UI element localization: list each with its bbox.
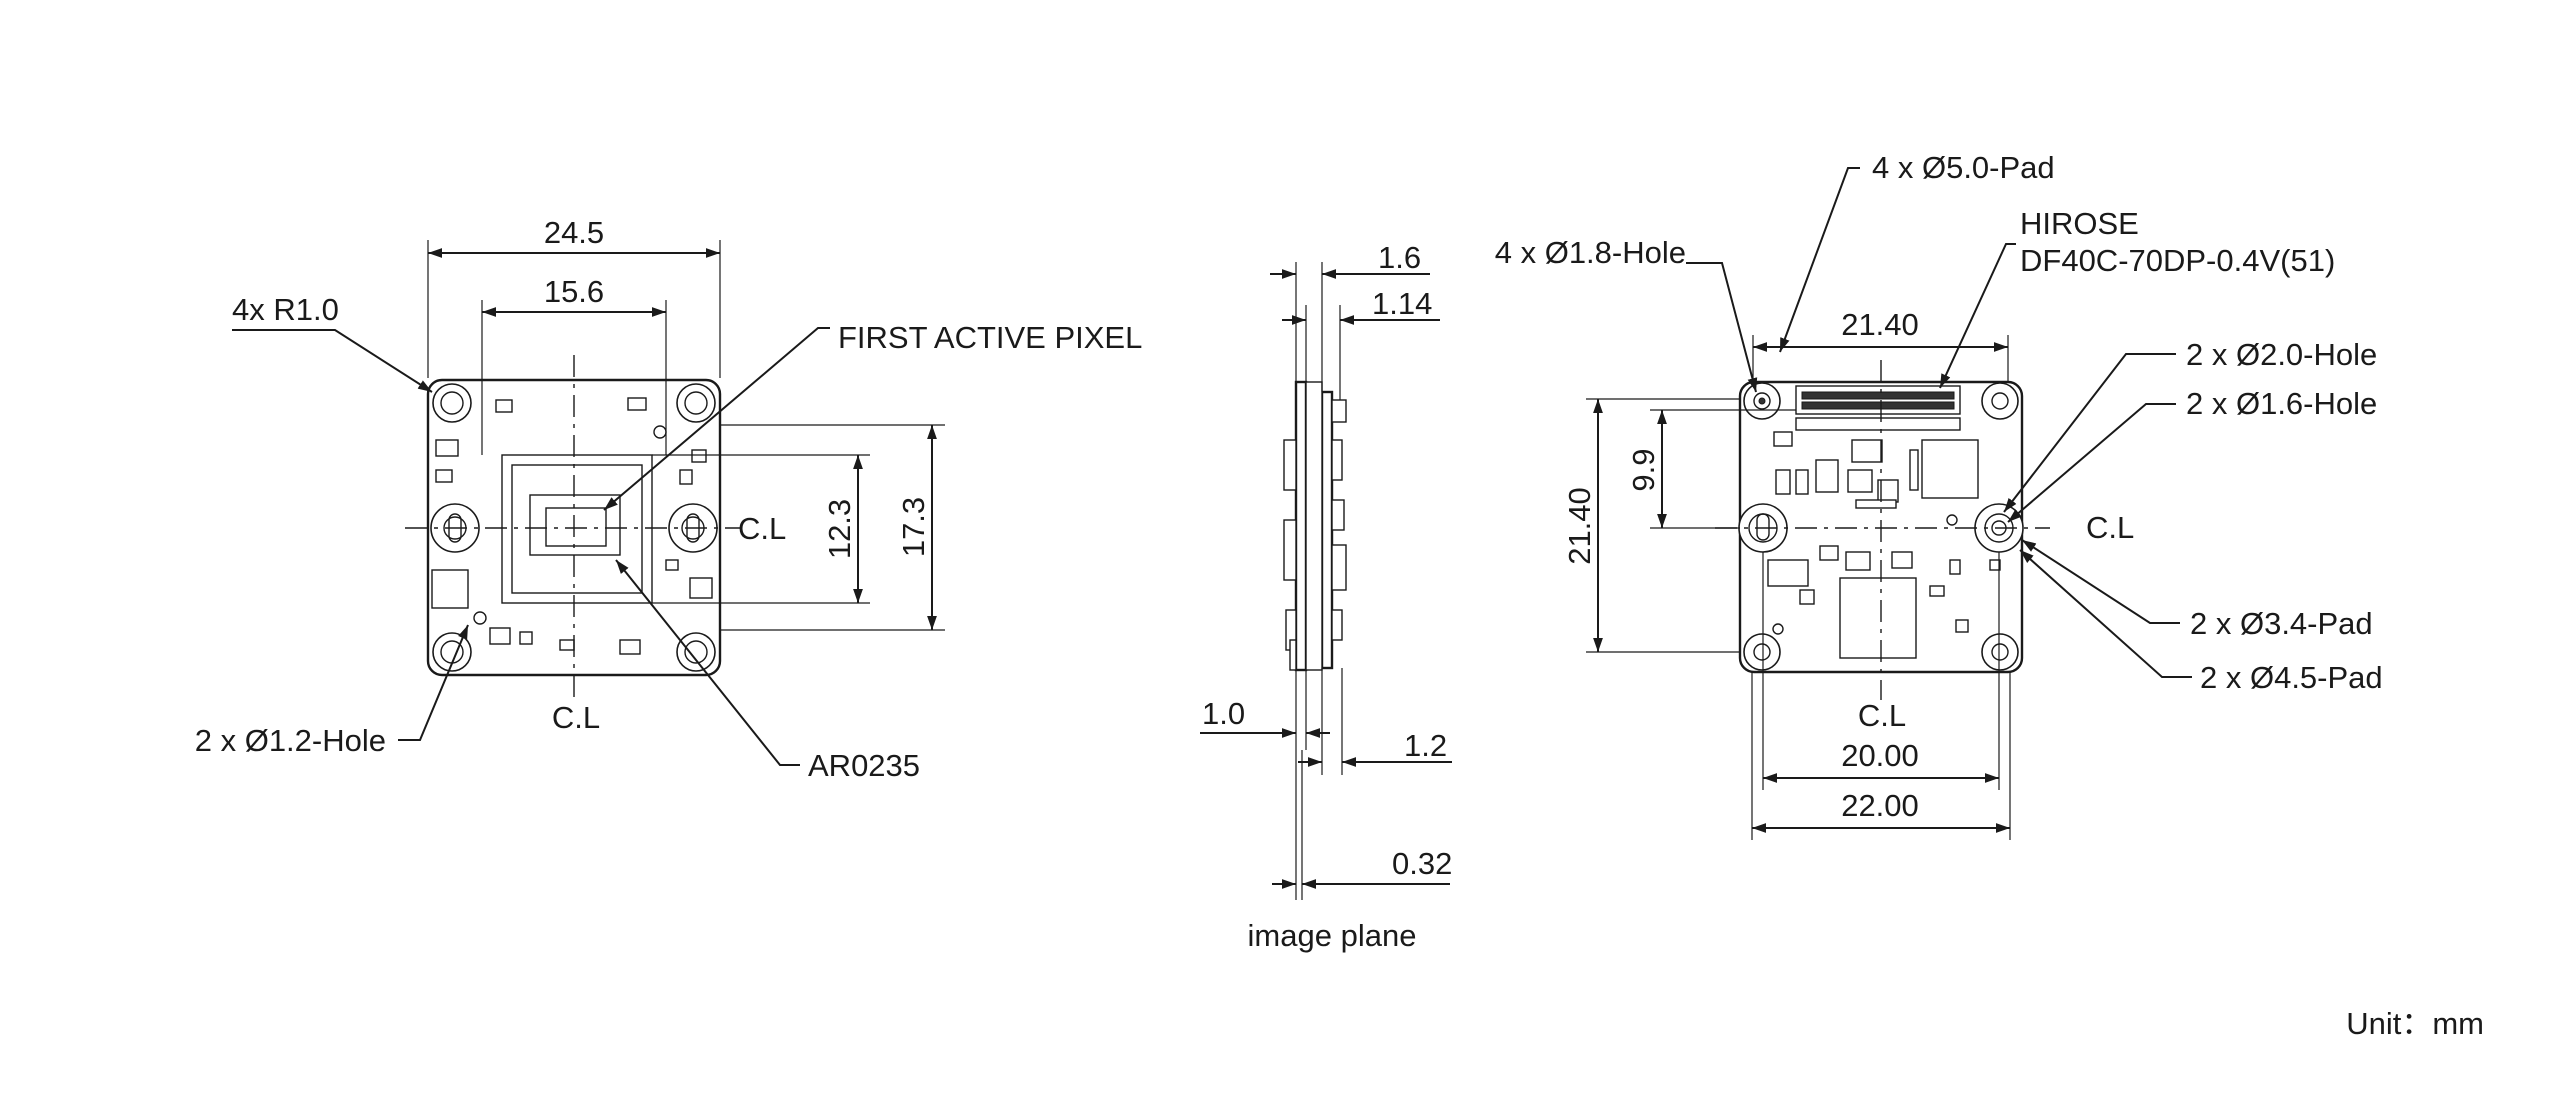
corner-pad bbox=[676, 383, 716, 423]
dim-side-1-2: 1.2 bbox=[1404, 728, 1447, 763]
label-back-hole-18: 4 x Ø1.8-Hole bbox=[1495, 235, 1686, 270]
label-sensor-model: AR0235 bbox=[808, 748, 920, 783]
side-view: 1.6 1.14 1.0 1.2 0.32 image plane bbox=[1200, 240, 1452, 953]
label-back-hole-16: 2 x Ø1.6-Hole bbox=[2186, 386, 2377, 421]
label-cl-back-bottom: C.L bbox=[1858, 698, 1906, 733]
dim-back-height-left: 21.40 bbox=[1562, 487, 1597, 565]
side-board-front bbox=[1294, 380, 1308, 672]
dim-height-overall: 17.3 bbox=[896, 497, 931, 557]
corner-pad bbox=[676, 632, 716, 672]
side-sensor-profile bbox=[1305, 381, 1323, 671]
dim-side-1-0: 1.0 bbox=[1202, 696, 1245, 731]
label-back-pad-5: 4 x Ø5.0-Pad bbox=[1872, 150, 2055, 185]
dim-side-1-14: 1.14 bbox=[1372, 286, 1432, 321]
label-hirose-2: DF40C-70DP-0.4V(51) bbox=[2020, 243, 2335, 278]
label-first-active-pixel: FIRST ACTIVE PIXEL bbox=[838, 320, 1142, 355]
label-hirose-1: HIROSE bbox=[2020, 206, 2139, 241]
corner-pad bbox=[432, 383, 472, 423]
dim-side-1-6: 1.6 bbox=[1378, 240, 1421, 275]
back-corner-pad bbox=[1743, 633, 1781, 671]
dim-back-width-outer: 22.00 bbox=[1841, 788, 1919, 823]
front-view: 24.5 15.6 12.3 17.3 4x R1.0 FIRST ACTIVE… bbox=[195, 215, 1143, 783]
dim-height-sensor: 12.3 bbox=[822, 499, 857, 559]
dim-back-height-inner: 9.9 bbox=[1626, 448, 1661, 491]
dim-width-overall: 24.5 bbox=[544, 215, 604, 250]
label-cl-front-bottom: C.L bbox=[552, 700, 600, 735]
label-cl-back-right: C.L bbox=[2086, 510, 2134, 545]
label-back-hole-20: 2 x Ø2.0-Hole bbox=[2186, 337, 2377, 372]
dim-back-width-inner: 20.00 bbox=[1841, 738, 1919, 773]
label-front-hole: 2 x Ø1.2-Hole bbox=[195, 723, 386, 758]
dim-side-0-32: 0.32 bbox=[1392, 846, 1452, 881]
unit-label: Unit：mm bbox=[2346, 1006, 2484, 1041]
label-back-pad-45: 2 x Ø4.5-Pad bbox=[2200, 660, 2383, 695]
back-corner-pad bbox=[1981, 633, 2019, 671]
side-board-back bbox=[1320, 390, 1334, 670]
back-corner-pad bbox=[1981, 382, 2019, 420]
back-view: 21.40 21.40 9.9 20.00 22.00 4 x Ø5.0-Pad… bbox=[1495, 150, 2383, 840]
dim-width-sensor: 15.6 bbox=[544, 274, 604, 309]
hirose-connector bbox=[1795, 385, 1961, 415]
back-ic-bottom bbox=[1839, 577, 1917, 659]
label-back-pad-34: 2 x Ø3.4-Pad bbox=[2190, 606, 2373, 641]
dim-back-width-top: 21.40 bbox=[1841, 307, 1919, 342]
back-ic-large bbox=[1921, 439, 1979, 499]
label-image-plane: image plane bbox=[1248, 918, 1417, 953]
label-corner-radius: 4x R1.0 bbox=[232, 292, 339, 327]
label-cl-front-right: C.L bbox=[738, 511, 786, 546]
